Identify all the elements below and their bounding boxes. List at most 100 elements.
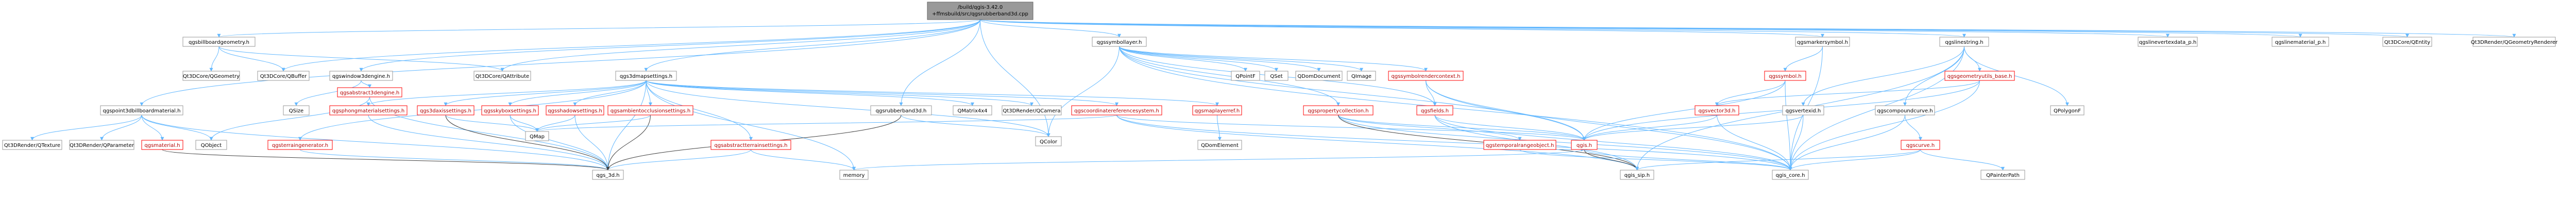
edge-qgs3dmapsettings_h-to-qgscoordinatereferencesystem_h [646, 80, 1118, 106]
node-qt3dcore-qattribute[interactable]: Qt3DCore/QAttribute [473, 71, 531, 81]
node-qgis-core-h[interactable]: qgis_core.h [1772, 170, 1809, 180]
edge-qgs3dmapsettings_h-to-qgsphongmaterialsettings_h [366, 80, 647, 106]
node-qgssymbolrendercontext-h-label: qgssymbolrendercontext.h [1392, 74, 1461, 79]
node-qpointf[interactable]: QPointF [1231, 71, 1260, 81]
node-qgsterraingenerator-h[interactable]: qgsterraingenerator.h [267, 140, 333, 150]
node-qt3dcore-qgeometry[interactable]: Qt3DCore/QGeometry [182, 71, 240, 81]
edge-root-to-qgs3dmapsettings_h [644, 19, 980, 72]
node-qt3drender-qtexture-label: Qt3DRender/QTexture [4, 143, 60, 148]
edge-qgspoint3dbillboardmaterial_h-to-qgsmaterial_h [141, 114, 164, 141]
node-qgsbillboardgeometry-h[interactable]: qgsbillboardgeometry.h [182, 37, 256, 47]
node-qgs-3d-h[interactable]: qgs_3d.h [592, 170, 624, 180]
node-qt3drender-qtexture[interactable]: Qt3DRender/QTexture [2, 140, 62, 150]
node-qgspoint3dbillboardmaterial-h[interactable]: qgspoint3dbillboardmaterial.h [100, 105, 183, 115]
node-qcolor[interactable]: QColor [1035, 136, 1062, 146]
node-qt3drender-qtexture-box [2, 140, 62, 150]
node-qgssymbollayer-h-label: qgssymbollayer.h [1097, 40, 1142, 45]
node-qgis-sip-h-box [1620, 170, 1654, 180]
node-qcolor-box [1035, 136, 1062, 146]
node-qgsvertexid-h[interactable]: qgsvertexid.h [1782, 105, 1824, 115]
node-qgsgeometryutils-base-h[interactable]: qgsgeometryutils_base.h [1944, 71, 2015, 81]
edge-qgsbillboardgeometry_h-to-qt3dcore_qgeometry [209, 46, 219, 72]
node-qgis-sip-h[interactable]: qgis_sip.h [1620, 170, 1654, 180]
node-qgsfields-h-box [1416, 105, 1453, 115]
edge-qgsfields_h-to-qgis_core_h [1434, 114, 1792, 171]
node-qimage[interactable]: QImage [1347, 71, 1376, 81]
edge-root-to-qt3dcore_qbuffer [281, 19, 980, 72]
edge-qgspoint3dbillboardmaterial_h-to-qobject [141, 114, 213, 141]
edge-qgscoordinatereferencesystem_h-to-qgis_sip_h [1116, 114, 1639, 171]
node-qt3drender-qcamera[interactable]: Qt3DRender/QCamera [1002, 105, 1062, 115]
node-qgswindow3dengine-h[interactable]: qgswindow3dengine.h [329, 71, 393, 81]
edge-qgs3dmapsettings_h-to-qt3drender_qcamera [646, 80, 1033, 106]
node-qgssymbol-h[interactable]: qgssymbol.h [1764, 71, 1806, 81]
node-qgscurve-h[interactable]: qgscurve.h [1901, 140, 1940, 150]
edge-qgslinestring_h-to-qpolygonf [1964, 46, 2069, 106]
node-qgslinematerial-p-h[interactable]: qgslinematerial_p.h [2272, 37, 2329, 47]
edge-qgsgeometryutils_base_h-to-qgsvector3d_h [1715, 80, 1980, 106]
node-qgis-h[interactable]: qgis.h [1571, 140, 1598, 150]
node-qgslinestring-h[interactable]: qgslinestring.h [1939, 37, 1989, 47]
node-qgscoordinatereferencesystem-h[interactable]: qgscoordinatereferencesystem.h [1071, 105, 1162, 115]
edge-qgssymbollayer_h-to-qimage [1119, 46, 1363, 72]
node-qdomelement[interactable]: QDomElement [1197, 140, 1242, 150]
node-qgsrubberband3d-h[interactable]: qgsrubberband3d.h [870, 105, 932, 115]
node-qgsmaplayerref-h-label: qgsmaplayerref.h [1195, 108, 1240, 114]
node-qgis-core-h-label: qgis_core.h [1776, 173, 1805, 178]
node-qgsvertexid-h-label: qgsvertexid.h [1786, 108, 1821, 114]
node-qpainterpath[interactable]: QPainterPath [1980, 170, 2025, 180]
edge-qgstemporalrangeobject_h-to-qgis_core_h [1519, 149, 1792, 171]
node-qgsabstract3dengine-h[interactable]: qgsabstract3dengine.h [337, 87, 402, 97]
node-qgs-3d-h-box [592, 170, 624, 180]
node-qdomelement-label: QDomElement [1201, 143, 1239, 148]
root-label-line-1: /build/qgis-3.42.0 [958, 5, 1003, 10]
edge-root-to-qt3drender_qgeometryrenderer [980, 19, 2516, 38]
node-qgsfields-h[interactable]: qgsfields.h [1416, 105, 1453, 115]
node-qgsabstract3dengine-h-box [337, 87, 402, 97]
node-qpointf-box [1231, 71, 1260, 81]
node-qgssymbolrendercontext-h[interactable]: qgssymbolrendercontext.h [1388, 71, 1464, 81]
node-qt3dcore-qbuffer-box [257, 71, 310, 81]
edge-qgscoordinatereferencesystem_h-to-qgis_core_h [1116, 114, 1792, 171]
edge-qgs3dmapsettings_h-to-qgs_3d_h [606, 80, 647, 171]
node-qgsmaterial-h[interactable]: qgsmaterial.h [141, 140, 183, 150]
node-qgsambientocclusionsettings-h[interactable]: qgsambientocclusionsettings.h [607, 105, 693, 115]
node-qgs3daxissettings-h[interactable]: qgs3daxissettings.h [417, 105, 474, 115]
node-memory[interactable]: memory [839, 170, 869, 180]
node-qgsmarkersymbol-h[interactable]: qgsmarkersymbol.h [1795, 37, 1850, 47]
node-qgsskyboxsettings-h-box [481, 105, 539, 115]
node-qgspropertycollection-h[interactable]: qgspropertycollection.h [1303, 105, 1374, 115]
node-qgsabstractterrainsettings-h[interactable]: qgsabstractterrainsettings.h [710, 140, 791, 150]
node-qgstemporalrangeobject-h[interactable]: qgstemporalrangeobject.h [1483, 140, 1556, 150]
edge-qgssymbolrendercontext_h-to-qgis_core_h [1426, 80, 1792, 171]
node-qgs3dmapsettings-h[interactable]: qgs3dmapsettings.h [615, 71, 677, 81]
node-qgsshadowsettings-h[interactable]: qgsshadowsettings.h [546, 105, 604, 115]
edge-qgspoint3dbillboardmaterial_h-to-qgs_3d_h [141, 114, 610, 171]
node-qgsmaplayerref-h[interactable]: qgsmaplayerref.h [1192, 105, 1242, 115]
node-qt3dcore-qentity[interactable]: Qt3DCore/QEntity [2382, 37, 2432, 47]
node-qobject[interactable]: QObject [195, 140, 227, 150]
node-qgscompoundcurve-h[interactable]: qgscompoundcurve.h [1875, 105, 1935, 115]
node-qsize[interactable]: QSize [283, 105, 310, 115]
node-qt3drender-qcamera-label: Qt3DRender/QCamera [1003, 108, 1061, 114]
node-qgssymbollayer-h[interactable]: qgssymbollayer.h [1092, 37, 1147, 47]
node-qset[interactable]: QSet [1264, 71, 1289, 81]
edge-qgs3dmapsettings_h-to-qgs3daxissettings_h [444, 80, 647, 106]
node-qgsskyboxsettings-h[interactable]: qgsskyboxsettings.h [481, 105, 539, 115]
node-qt3dcore-qbuffer[interactable]: Qt3DCore/QBuffer [257, 71, 310, 81]
node-qgsphongmaterialsettings-h[interactable]: qgsphongmaterialsettings.h [329, 105, 408, 115]
node-qgsvector3d-h[interactable]: qgsvector3d.h [1694, 105, 1739, 115]
node-qgstemporalrangeobject-h-label: qgstemporalrangeobject.h [1486, 143, 1554, 148]
node-qt3drender-qgeometryrenderer[interactable]: Qt3DRender/QGeometryRenderer [2471, 37, 2558, 47]
node-qgslinevertexdata-p-h[interactable]: qgslinevertexdata_p.h [2138, 37, 2198, 47]
node-qpolygonf[interactable]: QPolygonF [2050, 105, 2084, 115]
node-qdomdocument[interactable]: QDomDocument [1295, 71, 1343, 81]
node-qgsterraingenerator-h-label: qgsterraingenerator.h [272, 143, 328, 148]
node-qmap[interactable]: QMap [525, 131, 549, 141]
edge-qgsskyboxsettings_h-to-qmap [510, 114, 539, 132]
node-qmatrix4x4[interactable]: QMatrix4x4 [953, 105, 992, 115]
edge-qgscurve_h-to-qgis_sip_h [1635, 149, 1921, 171]
edge-qgscompoundcurve_h-to-qgscurve_h [1905, 114, 1922, 141]
node-qt3drender-qparameter[interactable]: Qt3DRender/QParameter [69, 140, 134, 150]
node-memory-label: memory [843, 173, 865, 178]
